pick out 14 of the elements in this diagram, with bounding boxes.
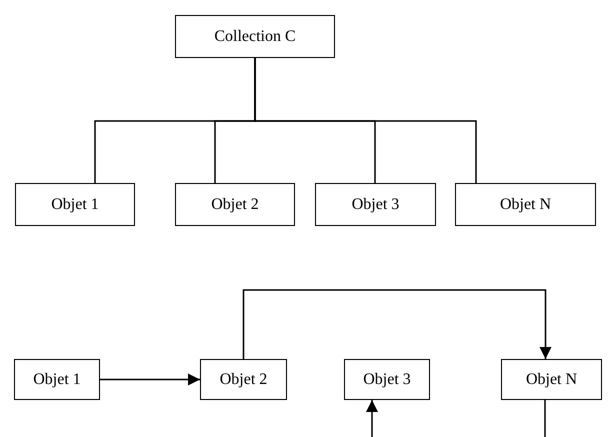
object-box: Objet 1 bbox=[14, 359, 100, 400]
object-box: Objet 1 bbox=[15, 183, 135, 226]
arrow bbox=[100, 374, 200, 386]
connector-line bbox=[544, 400, 546, 437]
arrow bbox=[242, 289, 552, 359]
object-box: Objet 3 bbox=[315, 183, 436, 226]
object-box: Objet 2 bbox=[175, 183, 295, 226]
object-box: Objet N bbox=[455, 183, 596, 226]
object-box: Objet 3 bbox=[344, 359, 430, 400]
object-box: Objet 2 bbox=[200, 359, 287, 400]
object-box: Objet N bbox=[501, 359, 602, 400]
connector-line bbox=[254, 58, 477, 183]
arrow bbox=[366, 400, 378, 437]
object-box: Collection C bbox=[175, 15, 335, 58]
